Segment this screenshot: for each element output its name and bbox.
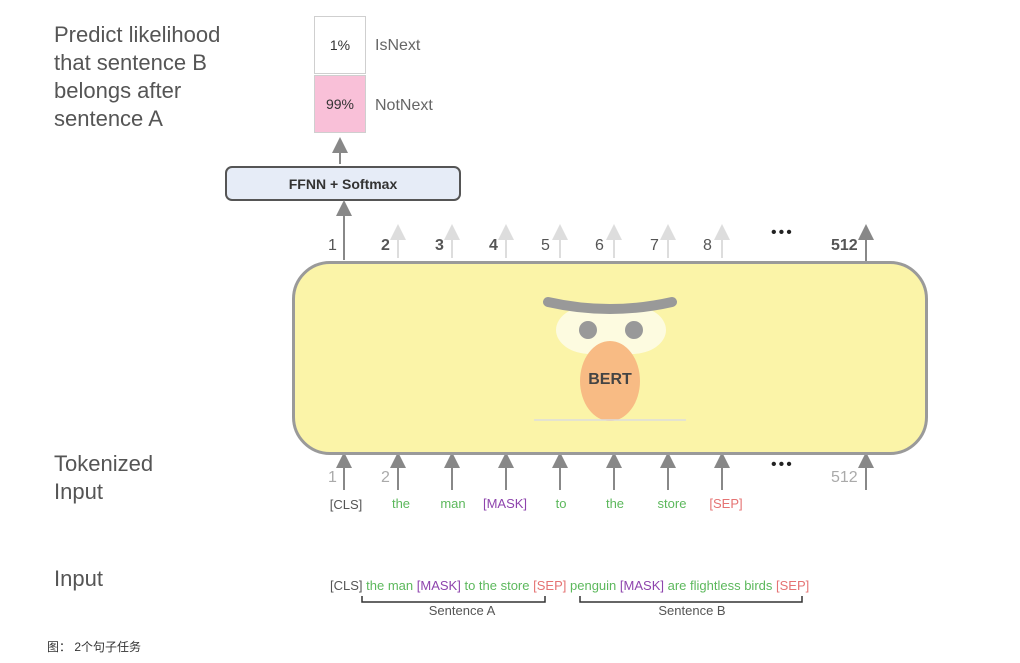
sentence-b-bracket — [579, 596, 803, 603]
token: [CLS] — [329, 497, 363, 512]
sentence-b-label: Sentence B — [658, 603, 726, 618]
input-segment: [MASK] — [619, 578, 664, 593]
sentence-a-bracket — [361, 596, 546, 603]
input-position-1: 1 — [328, 469, 337, 486]
output-position-8: 8 — [703, 237, 712, 254]
output-position-5: 5 — [541, 237, 550, 254]
input-segment: [MASK] — [416, 578, 461, 593]
figure-caption: 图： 2个句子任务 — [47, 640, 142, 654]
sentence-a-label: Sentence A — [428, 603, 496, 618]
input-segment: are flightless birds — [667, 578, 773, 593]
bert-eye-left — [579, 321, 597, 339]
predict-label-line: that sentence B — [54, 50, 207, 75]
input-segment: to the store — [464, 578, 530, 593]
input-segment: the man — [366, 578, 414, 593]
output-position-1: 1 — [328, 237, 337, 254]
output-position-2: 2 — [381, 237, 390, 254]
output-ellipsis: ••• — [771, 224, 794, 241]
input-position-512: 512 — [831, 469, 858, 486]
isnext-prob-box: 1% — [314, 16, 366, 74]
output-position-7: 7 — [650, 237, 659, 254]
output-position-3: 3 — [435, 237, 444, 254]
token: to — [555, 496, 567, 511]
input-position-2: 2 — [381, 469, 390, 486]
token: store — [657, 496, 687, 511]
input-label: Input — [54, 566, 103, 591]
input-segment: penguin — [570, 578, 617, 593]
input-ellipsis: ••• — [771, 456, 794, 473]
input-segment: [SEP] — [776, 578, 810, 593]
output-position-4: 4 — [489, 237, 498, 254]
tokenized-label-line: Input — [54, 479, 103, 504]
bert-eyebrow — [543, 297, 677, 314]
ffnn-softmax-box: FFNN + Softmax — [225, 166, 461, 201]
notnext-prob-box: 99% — [314, 75, 366, 133]
notnext-label: NotNext — [375, 97, 433, 114]
token: [MASK] — [482, 496, 528, 511]
output-position-6: 6 — [595, 237, 604, 254]
token: [SEP] — [709, 496, 743, 511]
input-sentence: [CLS] the man [MASK] to the store [SEP] … — [330, 578, 809, 593]
bert-label: BERT — [588, 371, 632, 388]
input-segment: [SEP] — [533, 578, 567, 593]
bert-beak — [580, 341, 640, 421]
tokenized-label-line: Tokenized — [54, 451, 154, 476]
predict-label-line: belongs after — [54, 78, 182, 103]
predict-label-line: Predict likelihood — [54, 22, 221, 47]
input-segment: [CLS] — [330, 578, 363, 593]
bert-face — [534, 297, 686, 421]
token: the — [605, 496, 625, 511]
predict-label: Predict likelihood that sentence B belon… — [54, 21, 220, 133]
tokenized-input-label: Tokenized Input — [54, 450, 153, 506]
bert-eye-right — [625, 321, 643, 339]
token: the — [391, 496, 411, 511]
token: man — [440, 496, 466, 511]
output-position-512: 512 — [831, 237, 858, 254]
predict-label-line: sentence A — [54, 106, 163, 131]
isnext-label: IsNext — [375, 37, 421, 54]
